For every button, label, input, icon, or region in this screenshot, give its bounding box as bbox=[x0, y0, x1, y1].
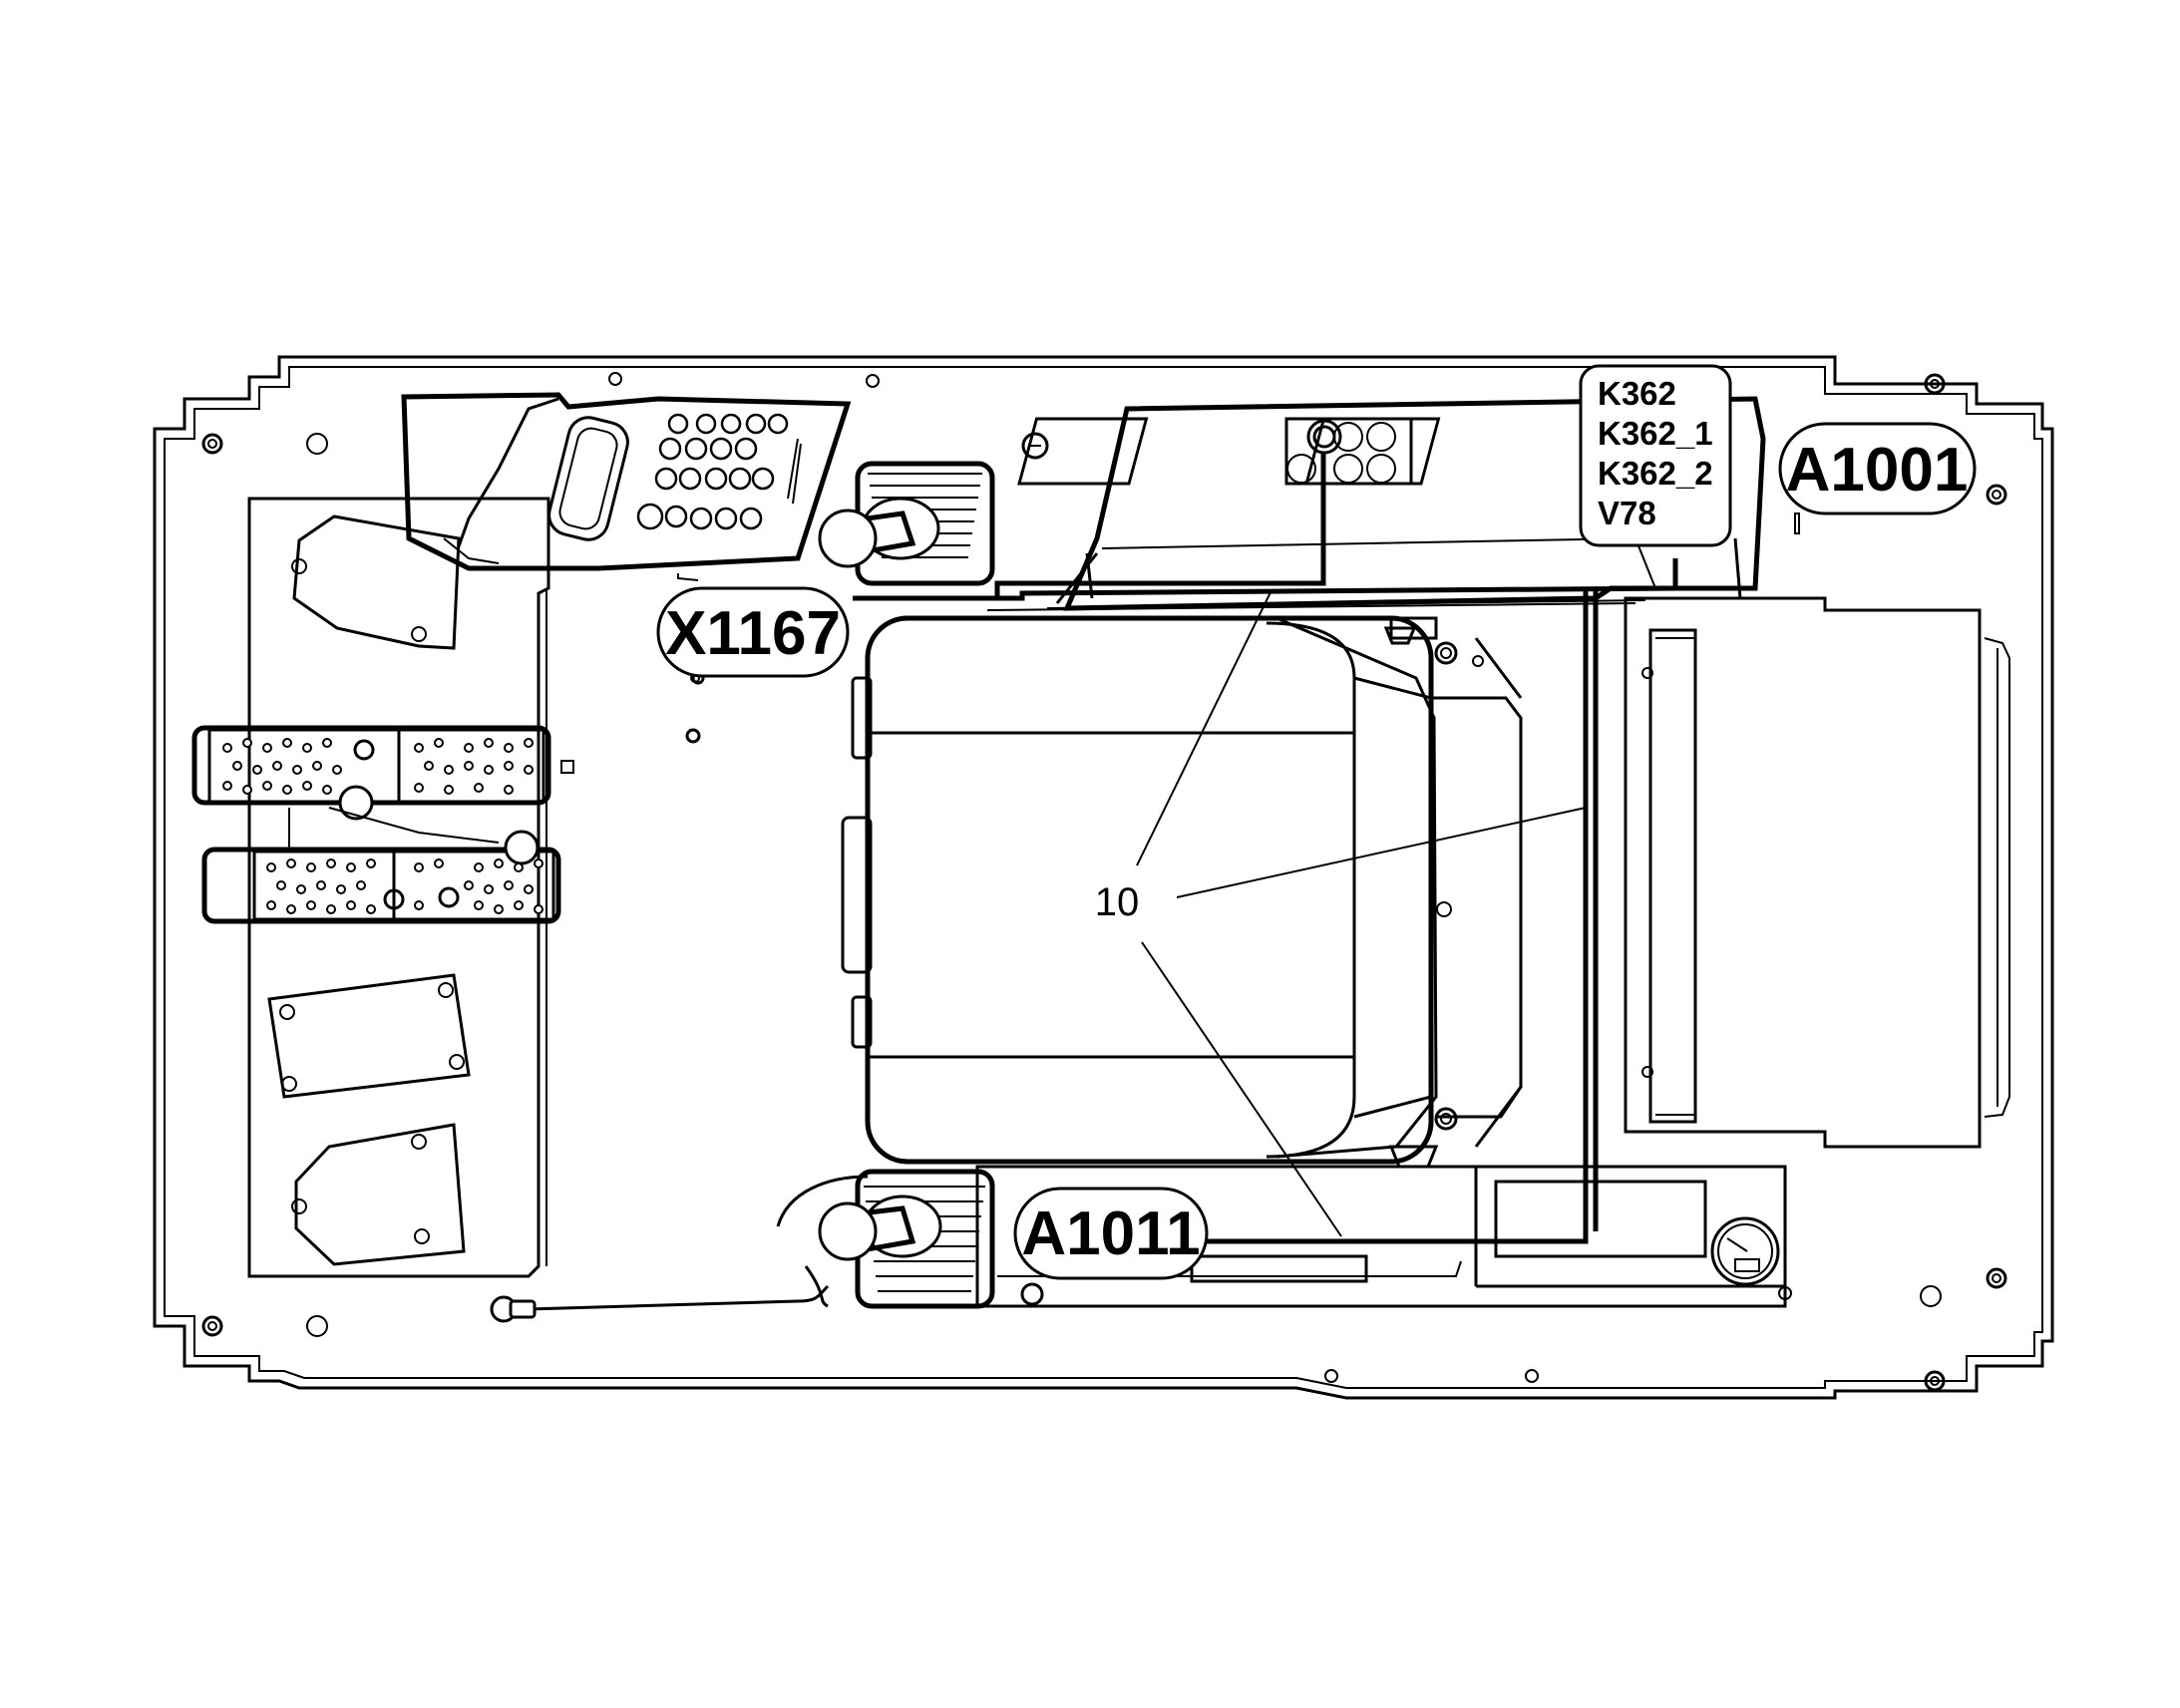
rear-panel bbox=[1624, 596, 2010, 1149]
callout-x1167: X1167 bbox=[656, 586, 850, 678]
component-list-item: K362_2 bbox=[1598, 455, 1713, 492]
component-list-item: V78 bbox=[1598, 495, 1656, 531]
item-number-label: 10 bbox=[1095, 880, 1140, 924]
callout-a1011-text: A1011 bbox=[1021, 1199, 1200, 1268]
leader-lines bbox=[1136, 589, 1587, 1237]
base-plate bbox=[153, 355, 2054, 1400]
lower-cable bbox=[490, 1284, 830, 1323]
component-list-item: K362_1 bbox=[1598, 415, 1713, 452]
component-list-item: K362 bbox=[1598, 375, 1676, 412]
switch-console bbox=[401, 392, 852, 683]
operator-seat bbox=[841, 615, 1523, 1169]
console-switches bbox=[636, 413, 789, 530]
callout-x1167-text: X1167 bbox=[665, 599, 841, 668]
mounting-holes bbox=[201, 372, 2007, 1392]
wiring-harness bbox=[853, 454, 1678, 1244]
joystick-left bbox=[818, 432, 1049, 586]
joystick-right bbox=[776, 1169, 1044, 1309]
callout-a1001-text: A1001 bbox=[1786, 436, 1969, 505]
pedal-panel bbox=[247, 497, 550, 1278]
callout-a1001: A1001 bbox=[1778, 422, 1977, 515]
pedals bbox=[191, 671, 705, 924]
callout-a1011: A1011 bbox=[1013, 1187, 1209, 1280]
component-list-callout: K362 K362_1 K362_2 V78 bbox=[1579, 364, 1732, 547]
pedal-tread bbox=[222, 738, 544, 914]
